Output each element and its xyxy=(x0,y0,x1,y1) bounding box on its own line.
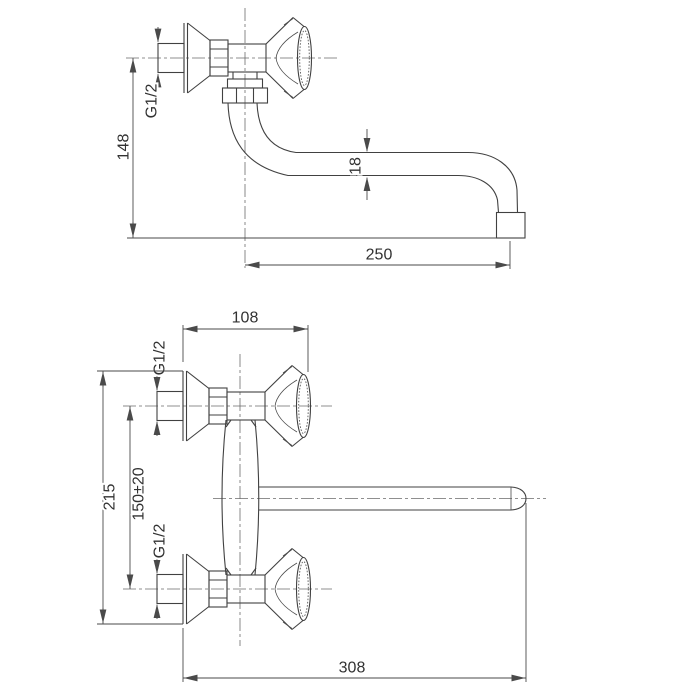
dimension-thread-g12: G1/2 xyxy=(142,27,163,120)
tee-flare-bottom-right xyxy=(250,567,257,576)
dimension-reach-250: 250 xyxy=(245,241,511,269)
dimension-label-height: 148 xyxy=(116,134,133,161)
spout-tip-cap xyxy=(510,486,527,511)
side-view: G1/2 148 18 250 xyxy=(114,8,526,269)
dimension-thread-g12-top: G1/2 xyxy=(150,339,171,436)
tee-flare-bottom-left xyxy=(225,567,232,576)
dimension-label-thread-top: G1/2 xyxy=(152,341,169,376)
dimension-label-centers-distance: 150±20 xyxy=(131,467,148,520)
collar-nut xyxy=(221,87,269,104)
spout-nozzle xyxy=(495,211,526,239)
dimension-total-height-215: 215 xyxy=(97,370,183,625)
dimension-height-148: 148 xyxy=(114,58,497,239)
front-view: 108 G1/2 G1/2 215 150±20 xyxy=(97,308,546,682)
dimension-label-thread-side: G1/2 xyxy=(144,84,161,119)
spout-outer-edge xyxy=(227,102,500,213)
dimension-label-thread-bottom: G1/2 xyxy=(152,524,169,559)
spindle-right-edge xyxy=(254,419,260,576)
dimension-label-projection: 108 xyxy=(232,310,259,327)
dimension-projection-108: 108 xyxy=(182,308,309,372)
dimension-total-length-308: 308 xyxy=(182,503,527,682)
dimension-label-total-length: 308 xyxy=(339,660,366,677)
tee-flare-top-left xyxy=(225,419,232,428)
dimension-thread-g12-bottom: G1/2 xyxy=(150,522,171,619)
dimension-centers-150: 150±20 xyxy=(126,406,150,589)
dimension-label-total-height: 215 xyxy=(102,484,119,511)
dimension-label-reach: 250 xyxy=(366,247,393,264)
tee-flare-top-right xyxy=(250,419,257,428)
dimension-label-tube-diameter: 18 xyxy=(348,157,365,175)
spout-inner-edge xyxy=(256,102,519,213)
spindle-left-edge xyxy=(221,419,227,576)
dimension-tube-18: 18 xyxy=(346,129,371,200)
